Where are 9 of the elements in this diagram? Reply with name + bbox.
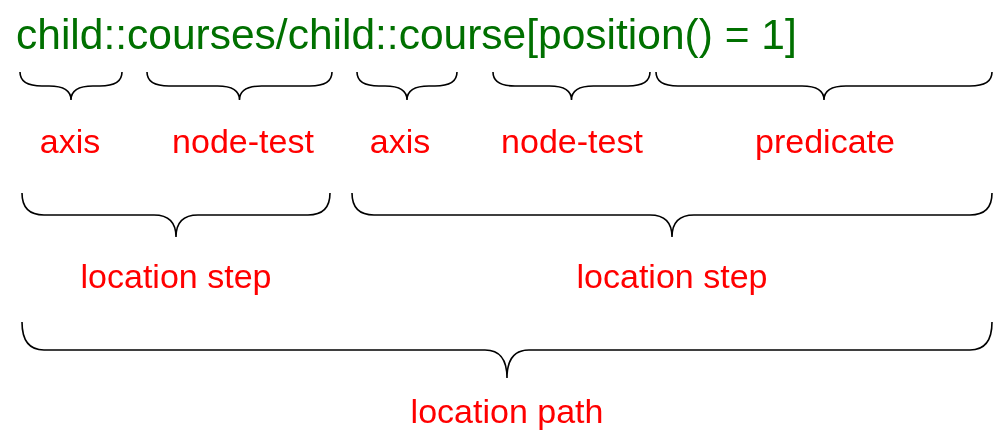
annotation-label: location step <box>576 259 768 293</box>
annotation-label: predicate <box>755 124 895 158</box>
annotation-label: node-test <box>172 124 314 158</box>
xpath-expression: child::courses/child::course[position() = 1] <box>16 14 797 57</box>
annotation-label: axis <box>39 124 101 158</box>
annotation-label: axis <box>369 124 431 158</box>
annotation-label: node-test <box>501 124 643 158</box>
annotation-label: location path <box>410 394 604 428</box>
annotation-label: location step <box>80 259 272 293</box>
